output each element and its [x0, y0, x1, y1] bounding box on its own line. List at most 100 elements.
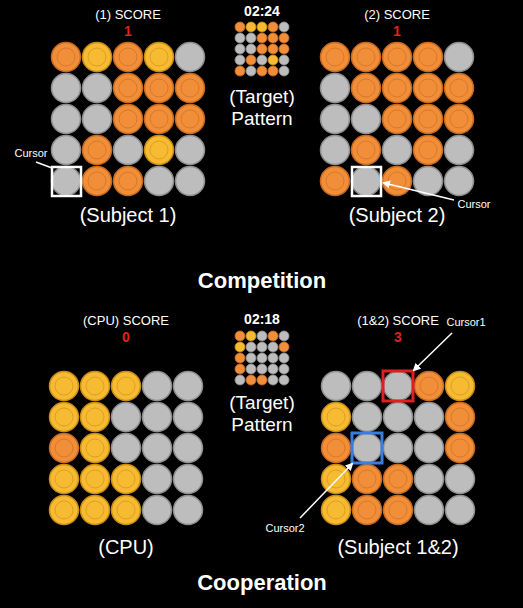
coin-rim [419, 141, 437, 159]
coin [353, 403, 382, 432]
coin [384, 372, 413, 401]
coin [414, 105, 443, 134]
cursor-square [352, 167, 381, 196]
coin-rim [117, 377, 135, 395]
coin-rim [150, 79, 168, 97]
coin-rim [451, 439, 469, 457]
coin [83, 74, 112, 103]
coin [246, 375, 256, 385]
leader-line [36, 162, 52, 168]
coin-rim [389, 501, 407, 519]
coin [279, 22, 289, 32]
coin [415, 434, 444, 463]
coin-rim [451, 408, 469, 426]
coin [383, 43, 412, 72]
coin [445, 105, 474, 134]
coin [235, 33, 245, 43]
coin [352, 74, 381, 103]
coin [352, 43, 381, 72]
coin-rim [450, 79, 468, 97]
coin [50, 372, 79, 401]
coin-rim [327, 439, 345, 457]
coin [383, 167, 412, 196]
coin-rim [86, 470, 104, 488]
coin-rim [451, 377, 469, 395]
coin [257, 331, 267, 341]
coin [235, 22, 245, 32]
coin [257, 364, 267, 374]
coin [114, 74, 143, 103]
coin [145, 136, 174, 165]
coin [415, 372, 444, 401]
coin-rim [57, 48, 75, 66]
coin [246, 44, 256, 54]
coin [384, 434, 413, 463]
coin [445, 74, 474, 103]
coin [52, 74, 81, 103]
coin [446, 403, 475, 432]
coin [445, 136, 474, 165]
board-label: (Target) Pattern [212, 392, 312, 436]
coin [384, 403, 413, 432]
coin [114, 43, 143, 72]
coin-rim [55, 439, 73, 457]
coin-rim [86, 408, 104, 426]
cursor-square [383, 371, 413, 401]
coin [176, 43, 205, 72]
coin [143, 403, 172, 432]
coin [235, 331, 245, 341]
coin [176, 74, 205, 103]
coin [145, 167, 174, 196]
coin [81, 434, 110, 463]
coin [83, 167, 112, 196]
coin [279, 66, 289, 76]
coin-rim [388, 110, 406, 128]
coin [383, 105, 412, 134]
coin [246, 22, 256, 32]
board-label: (Target) Pattern [212, 86, 312, 130]
coin-rim [88, 141, 106, 159]
timer: 02:18 [244, 311, 280, 327]
coin-rim [181, 110, 199, 128]
board-label: (Subject 1) [80, 204, 177, 227]
coin [322, 372, 351, 401]
coin-rim [88, 48, 106, 66]
coin [279, 44, 289, 54]
coin [246, 364, 256, 374]
coin-rim [388, 79, 406, 97]
coin [143, 496, 172, 525]
coin-rim [389, 470, 407, 488]
coin [257, 33, 267, 43]
coin [114, 136, 143, 165]
coin [322, 496, 351, 525]
coin-rim [88, 172, 106, 190]
coin [246, 55, 256, 65]
coin [322, 403, 351, 432]
score-value: 1 [124, 23, 132, 39]
coin [279, 33, 289, 43]
cursor-square [352, 433, 382, 463]
coin-rim [119, 48, 137, 66]
callout-label: Cursor2 [265, 522, 304, 535]
coin [52, 43, 81, 72]
coin [114, 105, 143, 134]
coin [52, 136, 81, 165]
coin-rim [181, 79, 199, 97]
coin [246, 33, 256, 43]
coin-rim [420, 377, 438, 395]
coin [279, 342, 289, 352]
coin [145, 43, 174, 72]
coin [50, 434, 79, 463]
board-label: (Subject 1&2) [337, 536, 458, 559]
coin [81, 465, 110, 494]
coin-rim [150, 48, 168, 66]
coin [353, 434, 382, 463]
coin-rim [119, 110, 137, 128]
coin-rim [117, 501, 135, 519]
coin [112, 496, 141, 525]
coin [268, 55, 278, 65]
coin [414, 74, 443, 103]
score-value: 1 [393, 23, 401, 39]
coin [246, 66, 256, 76]
